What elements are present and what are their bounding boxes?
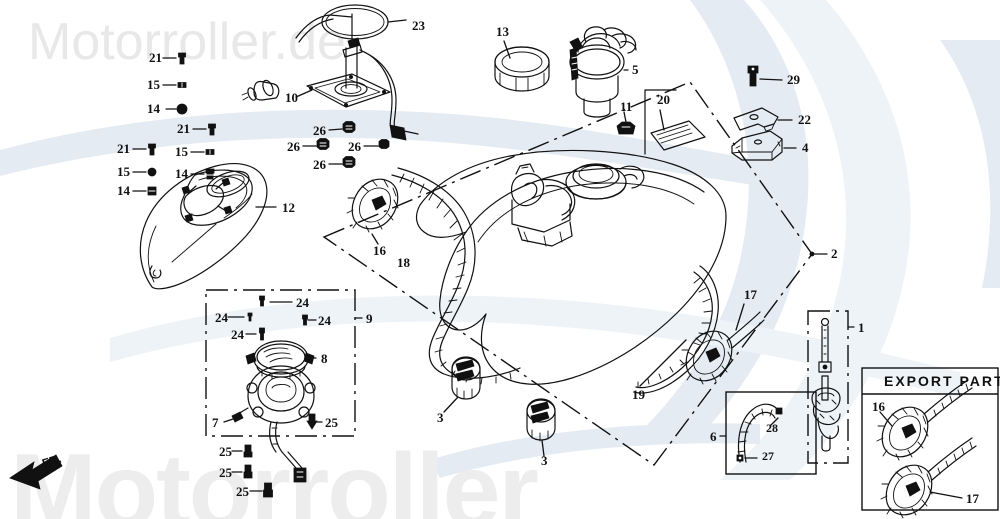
export-part-16 [876, 379, 973, 461]
callout-9: 9 [366, 311, 373, 326]
part-9-fuel-pump-assembly [205, 289, 363, 498]
tank-sender-mount [510, 163, 576, 247]
callout-15-b: 15 [175, 144, 188, 159]
part-13-retainer-ring [494, 40, 550, 92]
fastener-group-left [132, 143, 157, 196]
orientation-arrow [9, 454, 63, 490]
callout-19: 19 [632, 387, 645, 402]
part-10-fuel-sender [241, 13, 419, 141]
callout-13: 13 [496, 24, 509, 39]
callout-24-b: 24 [215, 310, 228, 325]
callout-21-a: 21 [149, 50, 162, 65]
callout-24-a: 24 [296, 295, 309, 310]
callout-26-c: 26 [348, 139, 361, 154]
callout-12: 12 [282, 200, 295, 215]
part-6-hose-set-box [719, 391, 817, 475]
callout-14-b: 14 [175, 166, 188, 181]
callout-26-b: 26 [287, 139, 300, 154]
callout-25-d: 25 [236, 484, 249, 499]
grommet-b [526, 398, 556, 457]
part-16-hose-clamp-left [346, 178, 399, 245]
callout-25-b: 25 [219, 444, 232, 459]
callout-7: 7 [212, 415, 219, 430]
callout-27: 27 [762, 449, 774, 463]
part-23-gasket-ring [321, 4, 407, 40]
callout-14-a: 14 [147, 101, 160, 116]
callout-10: 10 [285, 90, 298, 105]
part-20-caution-label [644, 89, 706, 155]
callout-16-main: 16 [373, 243, 386, 258]
fastener-group-upper [162, 52, 188, 115]
export-parts-title: EXPORT PARTS [884, 373, 1000, 389]
part-12-tank-cover [139, 163, 277, 290]
callout-25-a: 25 [325, 415, 338, 430]
callout-11: 11 [620, 99, 633, 114]
part-1-fuel-valve-box [807, 310, 855, 464]
callout-14-c: 14 [117, 183, 130, 198]
part-26-nuts [302, 121, 390, 168]
callout-6: 6 [710, 429, 717, 444]
callout-24-d: 24 [231, 327, 244, 342]
part-25-clips [231, 413, 323, 498]
part-5-fuel-cap [569, 26, 637, 118]
callout-28: 28 [766, 421, 778, 435]
callout-16-export: 16 [872, 399, 885, 414]
callout-8: 8 [321, 351, 328, 366]
part-22-plate [733, 107, 793, 132]
callout-20: 20 [657, 92, 670, 107]
part-11-grommet [616, 111, 636, 135]
part-24-screws [227, 295, 317, 341]
part-7-fuel-pump [223, 365, 316, 483]
callout-23: 23 [412, 18, 425, 33]
callout-17-main: 17 [744, 287, 757, 302]
callout-18: 18 [397, 255, 410, 270]
part-3-grommets [443, 356, 556, 457]
callout-29: 29 [787, 72, 800, 87]
callout-1: 1 [858, 320, 865, 335]
callout-17-export: 17 [966, 491, 979, 506]
callout-25-c: 25 [219, 465, 232, 480]
callout-21-c: 21 [117, 141, 130, 156]
callout-5: 5 [632, 62, 639, 77]
callout-15-a: 15 [147, 77, 160, 92]
callout-4: 4 [802, 140, 809, 155]
fastener-group-middle [190, 123, 216, 180]
part-8-pump-cover [245, 340, 317, 380]
grommet-a [443, 356, 481, 413]
tank-filler-neck [565, 163, 645, 200]
export-parts-box [861, 367, 999, 519]
callout-24-c: 24 [318, 313, 331, 328]
callout-3-a: 3 [437, 410, 444, 425]
part-29-screw [747, 65, 783, 87]
callout-26-d: 26 [313, 157, 326, 172]
export-part-17 [880, 437, 977, 519]
callout-2: 2 [831, 246, 838, 261]
watermark-bottom: Motorroller [10, 433, 539, 519]
swoosh-shapes [0, 0, 1000, 480]
callout-3-b: 3 [541, 453, 548, 468]
callout-21-b: 21 [177, 121, 190, 136]
callout-22: 22 [798, 112, 811, 127]
part-2-fuel-tank [322, 81, 828, 466]
callout-15-c: 15 [117, 164, 130, 179]
watermark-top: Motorroller.de [28, 13, 346, 71]
callout-26-a: 26 [313, 123, 326, 138]
part-17-hose-clamp-right [680, 303, 765, 385]
part-4-bracket [731, 130, 797, 161]
fuel-valve [811, 317, 841, 452]
